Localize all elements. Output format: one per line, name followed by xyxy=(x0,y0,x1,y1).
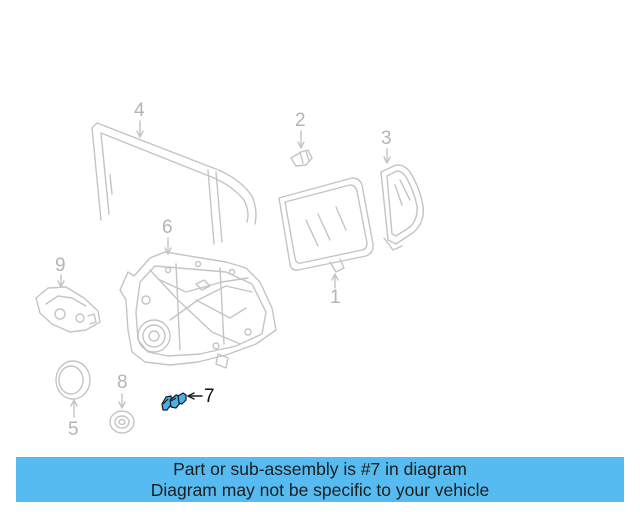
part-6-window-regulator xyxy=(119,251,277,369)
callout-4: 4 xyxy=(134,100,145,121)
leader-8 xyxy=(118,393,126,409)
callout-8: 8 xyxy=(117,372,128,393)
callout-7: 7 xyxy=(204,386,215,407)
part-1-door-glass xyxy=(278,177,374,273)
part-8-grommet xyxy=(109,410,135,434)
callout-3: 3 xyxy=(381,128,392,149)
part-9-regulator-motor xyxy=(35,286,101,333)
leader-3 xyxy=(383,148,391,164)
leader-4 xyxy=(136,120,144,138)
leader-2 xyxy=(297,130,305,149)
part-2-clip xyxy=(290,149,313,167)
leader-9 xyxy=(57,274,65,288)
part-7-bolt-highlighted xyxy=(161,392,187,411)
leader-6 xyxy=(164,237,172,255)
leader-1 xyxy=(331,273,339,289)
part-3-quarter-glass xyxy=(380,164,424,251)
part-4-glass-run-channel xyxy=(91,122,257,245)
leader-7 xyxy=(186,392,203,400)
leader-5 xyxy=(70,399,78,418)
banner-line-2: Diagram may not be specific to your vehi… xyxy=(150,480,490,500)
banner-line-1: Part or sub-assembly is #7 in diagram xyxy=(173,459,467,479)
callout-2: 2 xyxy=(295,110,306,131)
callout-9: 9 xyxy=(55,255,66,276)
callout-6: 6 xyxy=(162,217,173,238)
info-banner: Part or sub-assembly is #7 in diagram Di… xyxy=(16,457,624,502)
part-5-round-seal xyxy=(55,360,91,400)
callout-1: 1 xyxy=(330,287,341,308)
callout-5: 5 xyxy=(68,419,79,440)
